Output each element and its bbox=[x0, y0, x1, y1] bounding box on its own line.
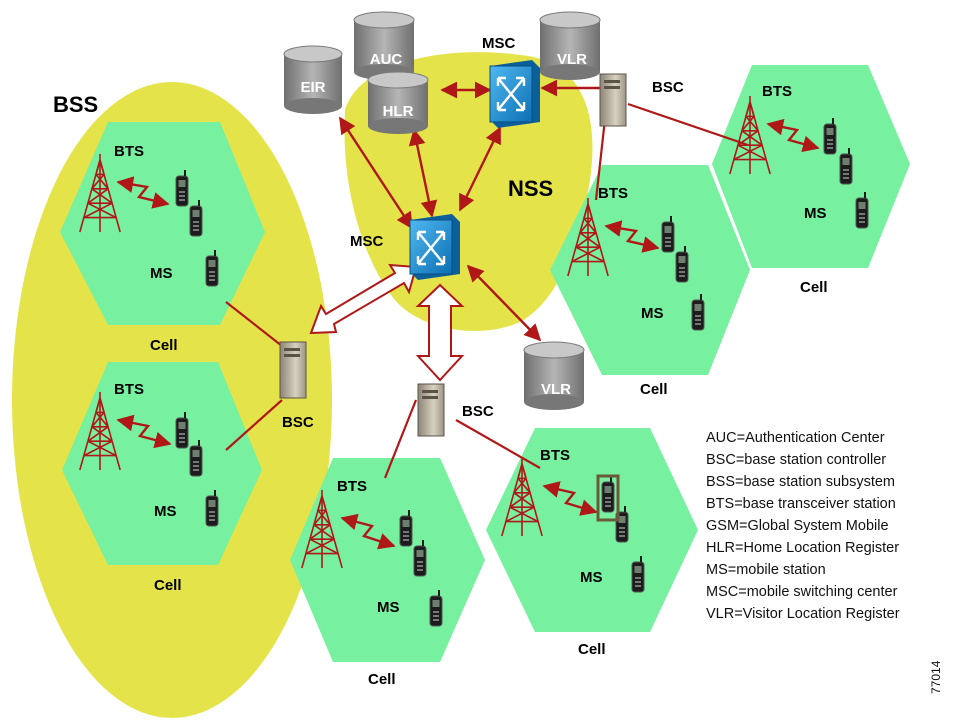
ms-label: MS bbox=[150, 265, 173, 282]
msc-top-switch-icon bbox=[489, 60, 540, 128]
mobile-phone-icon bbox=[429, 590, 443, 627]
legend-item: MS=mobile station bbox=[706, 562, 826, 578]
mobile-phone-icon bbox=[399, 510, 413, 547]
auc-database-icon: AUC bbox=[353, 11, 415, 80]
legend-item: MSC=mobile switching center bbox=[706, 584, 898, 600]
vlr-bottom-label: VLR bbox=[541, 381, 571, 398]
cell-label: Cell bbox=[150, 337, 178, 354]
legend-item: VLR=Visitor Location Register bbox=[706, 606, 900, 622]
hlr-label: HLR bbox=[383, 103, 414, 120]
vlr-top-label: VLR bbox=[557, 51, 587, 68]
bts-label: BTS bbox=[598, 185, 628, 202]
bts-tower-icon bbox=[567, 198, 609, 277]
mobile-phone-icon bbox=[661, 216, 675, 253]
bts-tower-icon bbox=[79, 392, 121, 471]
legend-item: BSC=base station controller bbox=[706, 452, 886, 468]
bts-label: BTS bbox=[114, 381, 144, 398]
mobile-phone-icon bbox=[189, 440, 203, 477]
radio-link-icon bbox=[604, 220, 660, 253]
bss-label: BSS bbox=[53, 92, 98, 117]
bsc-server-icon-top-right bbox=[599, 73, 627, 127]
mobile-phone-icon bbox=[189, 200, 203, 237]
bts-tower-icon bbox=[501, 458, 543, 537]
mobile-phone-icon bbox=[691, 294, 705, 331]
cell-label: Cell bbox=[368, 671, 396, 688]
highlight-frame bbox=[596, 474, 620, 522]
radio-link-icon bbox=[542, 481, 598, 516]
cell-label: Cell bbox=[640, 381, 668, 398]
bsc-bss-label: BSC bbox=[282, 414, 314, 431]
bts-tower-icon bbox=[301, 490, 343, 569]
mobile-phone-icon bbox=[675, 246, 689, 283]
msc-main-label: MSC bbox=[350, 233, 384, 250]
mobile-phone-icon bbox=[823, 118, 837, 155]
ms-label: MS bbox=[580, 569, 603, 586]
eir-database-icon: EIR bbox=[283, 45, 343, 114]
cell-hexagon-bottom-right bbox=[486, 428, 698, 632]
ms-label: MS bbox=[154, 503, 177, 520]
bsc-top-right-label: BSC bbox=[652, 79, 684, 96]
legend-item: BTS=base transceiver station bbox=[706, 496, 896, 512]
radio-link-icon bbox=[340, 513, 396, 550]
cell-label: Cell bbox=[154, 577, 182, 594]
figure-number: 77014 bbox=[929, 660, 943, 694]
hlr-database-icon: HLR bbox=[367, 71, 429, 134]
bsc-bottom-label: BSC bbox=[462, 403, 494, 420]
mobile-phone-icon bbox=[175, 170, 189, 207]
mobile-phone-icon bbox=[855, 192, 869, 229]
eir-label: EIR bbox=[300, 79, 325, 96]
radio-link-icon bbox=[116, 176, 170, 209]
msc-main-switch-icon bbox=[409, 214, 460, 280]
mobile-phone-icon bbox=[205, 490, 219, 527]
bts-tower-icon bbox=[729, 96, 771, 175]
bsc-server-icon-bss bbox=[279, 341, 307, 399]
vlr-top-database-icon: VLR bbox=[539, 11, 601, 80]
legend-item: HLR=Home Location Register bbox=[706, 540, 899, 556]
connection-lines bbox=[225, 102, 749, 479]
cell-label: Cell bbox=[578, 641, 606, 658]
auc-label: AUC bbox=[370, 51, 403, 68]
legend-item: AUC=Authentication Center bbox=[706, 430, 885, 446]
legend-item: BSS=base station subsystem bbox=[706, 474, 895, 490]
ms-label: MS bbox=[377, 599, 400, 616]
mobile-phone-icon bbox=[205, 250, 219, 287]
msc-top-label: MSC bbox=[482, 35, 516, 52]
nss-arrows bbox=[338, 79, 600, 342]
bsc-server-icon-bottom bbox=[417, 383, 445, 437]
bts-label: BTS bbox=[114, 143, 144, 160]
radio-link-icon bbox=[766, 118, 820, 153]
ms-label: MS bbox=[641, 305, 664, 322]
mobile-phone-icon bbox=[175, 412, 189, 449]
bts-label: BTS bbox=[337, 478, 367, 495]
mobile-phone-icon bbox=[839, 148, 853, 185]
bts-tower-icon bbox=[79, 154, 121, 233]
mobile-phone-icon bbox=[601, 476, 615, 513]
legend: AUC=Authentication Center BSC=base stati… bbox=[706, 430, 900, 622]
vlr-bottom-database-icon: VLR bbox=[523, 341, 585, 410]
legend-item: GSM=Global System Mobile bbox=[706, 518, 889, 534]
cell-hexagon-right-top bbox=[712, 65, 910, 268]
radio-link-icon bbox=[116, 414, 172, 449]
bts-label: BTS bbox=[762, 83, 792, 100]
mobile-phone-icon bbox=[631, 556, 645, 593]
nss-label: NSS bbox=[508, 176, 553, 201]
bsc-msc-double-arrow-down bbox=[415, 283, 465, 382]
mobile-phone-icon bbox=[413, 540, 427, 577]
ms-label: MS bbox=[804, 205, 827, 222]
cell-label: Cell bbox=[800, 279, 828, 296]
bts-label: BTS bbox=[540, 447, 570, 464]
